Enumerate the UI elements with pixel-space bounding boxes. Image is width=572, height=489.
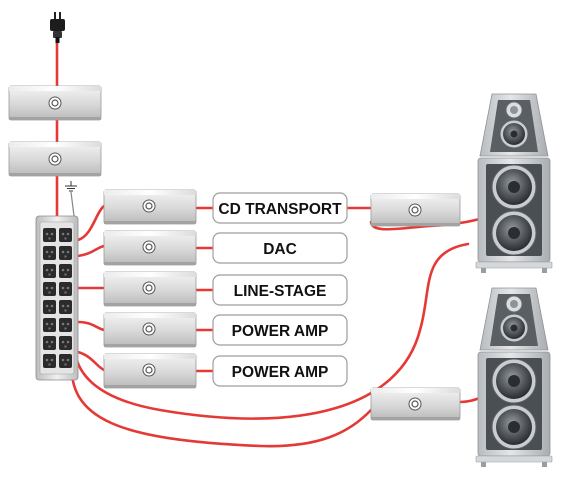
right-unit-lower <box>370 387 461 421</box>
power-outlet <box>43 354 56 368</box>
power-outlet <box>59 228 72 242</box>
logo-icon <box>142 199 156 213</box>
cable-strip-to-amp1-unit <box>76 320 106 332</box>
source-unit-dac <box>103 230 197 266</box>
label-dac: DAC <box>212 232 348 264</box>
power-outlet <box>59 246 72 260</box>
label-cd-transport: CD TRANSPORT <box>212 192 348 224</box>
label-dac-text: DAC <box>263 241 297 258</box>
label-cd-transport-text: CD TRANSPORT <box>218 201 342 218</box>
logo-icon <box>48 96 62 110</box>
power-outlet <box>59 318 72 332</box>
power-outlet <box>59 300 72 314</box>
power-outlet <box>43 318 56 332</box>
power-outlet <box>43 282 56 296</box>
power-outlet <box>59 264 72 278</box>
cable-strip-to-cd-unit <box>76 204 106 242</box>
ground-symbol-icon <box>65 181 77 192</box>
logo-icon <box>408 397 422 411</box>
power-outlet <box>43 300 56 314</box>
power-plug-icon <box>50 12 65 43</box>
label-line-stage: LINE-STAGE <box>212 274 348 306</box>
logo-icon <box>142 322 156 336</box>
power-outlet <box>59 336 72 350</box>
label-power-amp-2-text: POWER AMP <box>232 364 329 381</box>
source-unit-line-stage <box>103 271 197 307</box>
cables <box>55 40 482 448</box>
loudspeaker-upper <box>475 93 553 273</box>
power-outlet <box>59 282 72 296</box>
power-outlet <box>59 354 72 368</box>
source-unit-power-amp-1 <box>103 312 197 348</box>
logo-icon <box>48 152 62 166</box>
conditioner-unit-bottom <box>8 141 102 177</box>
cable-strip-to-lower-right-unit <box>70 356 373 448</box>
label-power-amp-1-text: POWER AMP <box>232 323 329 340</box>
logo-icon <box>408 203 422 217</box>
cable-strip-to-amp2-unit <box>76 350 106 372</box>
power-strip <box>35 215 79 381</box>
power-outlet <box>43 246 56 260</box>
label-line-stage-text: LINE-STAGE <box>234 283 327 300</box>
conditioner-unit-top <box>8 85 102 121</box>
source-unit-cd-transport <box>103 189 197 225</box>
source-unit-power-amp-2 <box>103 353 197 389</box>
power-outlet <box>43 228 56 242</box>
cable-strip-to-upper-speaker <box>73 242 470 420</box>
logo-icon <box>142 363 156 377</box>
loudspeaker-lower <box>475 287 553 467</box>
cable-strip-to-dac-unit <box>76 244 106 258</box>
power-outlet <box>43 336 56 350</box>
logo-icon <box>142 240 156 254</box>
right-unit-upper <box>370 193 461 227</box>
label-power-amp-1: POWER AMP <box>212 314 348 346</box>
power-outlet <box>43 264 56 278</box>
label-power-amp-2: POWER AMP <box>212 355 348 387</box>
logo-icon <box>142 281 156 295</box>
cable-lower-right-unit-to-speaker-2 <box>458 396 482 404</box>
ground-wire <box>70 191 75 217</box>
